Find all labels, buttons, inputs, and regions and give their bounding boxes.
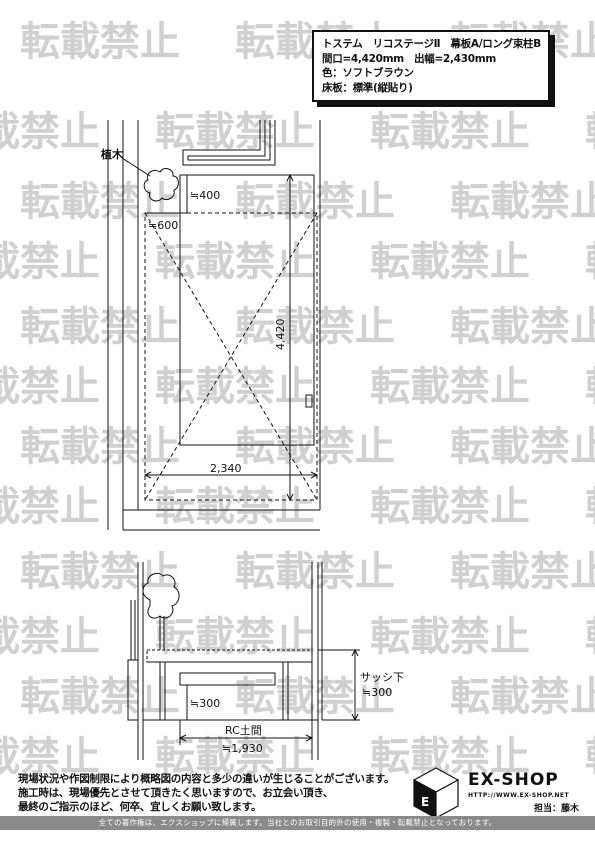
watermark-text: 転載禁止 — [585, 734, 595, 780]
watermark-text: 転載禁止 — [155, 109, 315, 155]
watermark-text: 転載禁止 — [370, 239, 530, 285]
dim-400-label: ≒400 — [190, 189, 220, 202]
deck-frame — [179, 174, 315, 446]
tree-leader — [121, 157, 151, 177]
watermark-text: 転載禁止 — [235, 424, 395, 470]
watermark-text: 転載禁止 — [450, 674, 595, 720]
note-line: 施工時は、現場優先とさせて頂きたく思いますので、お立会い頂き、 — [18, 787, 334, 799]
spec-box: トステム リコステージⅡ 幕板A/ロング束柱B 間口=4,420mm 出幅=2,… — [312, 30, 550, 102]
watermark-text: 転載禁止 — [450, 549, 595, 595]
watermark-text: 転載禁止 — [450, 424, 595, 470]
watermark-text: 転載禁止 — [585, 614, 595, 660]
watermark-text: 転載禁止 — [20, 179, 180, 225]
fence-post — [127, 659, 139, 721]
tree-elevation-icon — [142, 572, 180, 619]
watermark-text: 転載禁止 — [155, 614, 315, 660]
note-line: 最終のご指示のほど、何卒、宜しくお願い致します。 — [18, 801, 262, 813]
watermark-text: 転載禁止 — [0, 484, 100, 530]
watermark-text: 転載禁止 — [450, 179, 595, 225]
watermark-text: 転載禁止 — [585, 484, 595, 530]
window-outline — [187, 120, 271, 161]
watermark-text: 転載禁止 — [235, 179, 395, 225]
watermark-text: 転載禁止 — [20, 424, 180, 470]
watermark-text: 転載禁止 — [370, 484, 530, 530]
watermark-text: 転載禁止 — [370, 364, 530, 410]
watermark-text: 転載禁止 — [155, 734, 315, 780]
logo-url: HTTP://WWW.EX-SHOP.NET — [468, 792, 570, 799]
watermark-text: 転載禁止 — [585, 239, 595, 285]
logo-icon: E — [412, 767, 460, 820]
dim-600-label: ≒600 — [148, 219, 178, 232]
rc-dim-label: ≒1,930 — [222, 742, 263, 755]
watermark-text: 転載禁止 — [585, 109, 595, 155]
svg-text:E: E — [421, 795, 429, 809]
watermark-text: 転載禁止 — [0, 734, 100, 780]
logo-name: EX-SHOP — [468, 770, 559, 790]
watermark-text: 転載禁止 — [0, 364, 100, 410]
watermark-text: 転載禁止 — [20, 674, 180, 720]
watermark-text: 転載禁止 — [370, 109, 530, 155]
watermark-text: 転載禁止 — [370, 614, 530, 660]
tree-plan-icon — [143, 168, 179, 202]
sash-dim-label: ≒300 — [362, 686, 392, 699]
rc-label: RC土間 — [225, 724, 262, 737]
step-elevation — [179, 672, 276, 686]
tree-label: 植木 — [100, 147, 124, 161]
watermark-text: 転載禁止 — [235, 549, 395, 595]
spec-floor: 床板：標準(縦貼り) — [322, 81, 413, 94]
copyright-footer: 全ての著作権は、エクスショップに帰属します。当社とのお取引目的外の使用・複製・転… — [0, 816, 595, 830]
watermark-text: 転載禁止 — [20, 19, 180, 65]
spec-size: 間口=4,420mm 出幅=2,430mm — [322, 52, 496, 65]
watermark-text: 転載禁止 — [0, 614, 100, 660]
staff-label: 担当：藤木 — [534, 804, 580, 814]
watermark-text: 転載禁止 — [155, 484, 315, 530]
step-dim-label: ≒300 — [190, 697, 220, 710]
deck-outline-dashed — [144, 212, 318, 501]
watermark-text: 転載禁止 — [155, 239, 315, 285]
dim-depth-label: 4,420 — [274, 319, 287, 351]
watermark-text: 転載禁止 — [235, 674, 395, 720]
dim-width-label: 2,340 — [210, 462, 242, 475]
watermark-text: 転載禁止 — [0, 109, 100, 155]
disclaimer-note: 現場状況や作図制限により概略図の内容と多少の違いが生じることがございます。 施工… — [18, 772, 394, 814]
watermark-text: 転載禁止 — [585, 364, 595, 410]
watermark-text: 転載禁止 — [0, 239, 100, 285]
watermark-text: 転載禁止 — [20, 304, 180, 350]
sash-label: サッシ下 — [360, 671, 404, 684]
spec-color: 色：ソフトブラウン — [322, 67, 414, 79]
sash-mark — [305, 394, 313, 408]
watermark-text: 転載禁止 — [370, 734, 530, 780]
deck-elevation — [146, 649, 313, 663]
spec-product: トステム リコステージⅡ 幕板A/ロング束柱B — [322, 38, 541, 50]
note-line: 現場状況や作図制限により概略図の内容と多少の違いが生じることがございます。 — [18, 773, 395, 785]
watermark-text: 転載禁止 — [20, 549, 180, 595]
window-outline — [182, 120, 276, 166]
watermark-text: 転載禁止 — [235, 304, 395, 350]
watermark-text: 転載禁止 — [450, 304, 595, 350]
watermark-text: 転載禁止 — [155, 364, 315, 410]
